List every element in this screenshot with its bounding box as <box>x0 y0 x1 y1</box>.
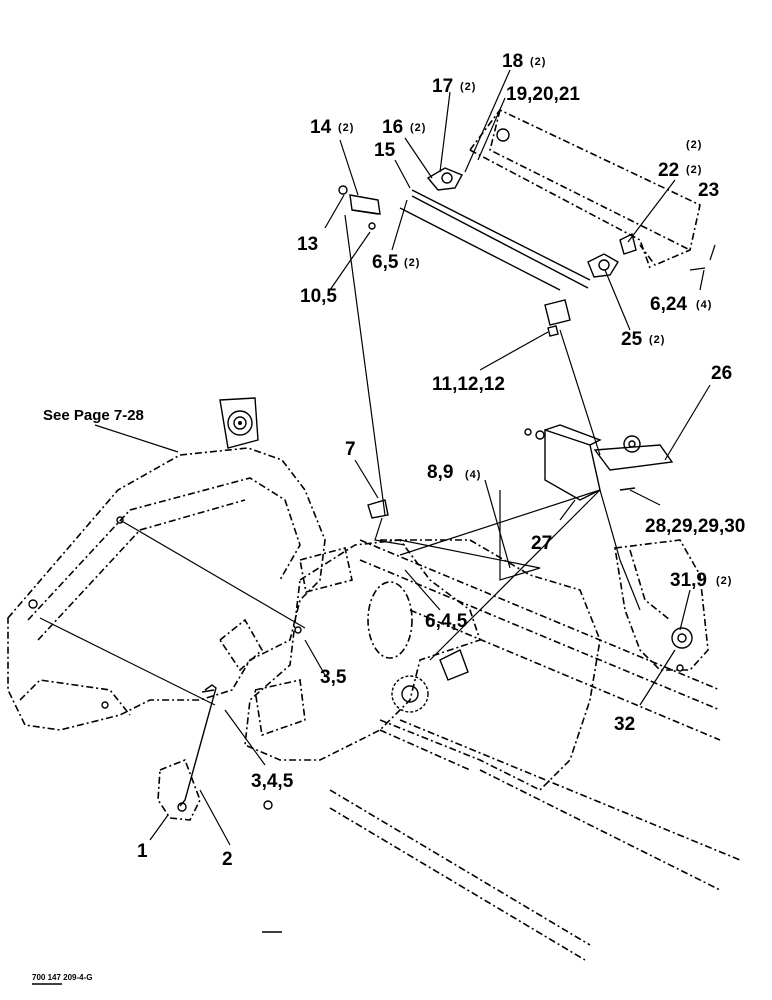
mount-bracket <box>544 299 571 337</box>
callout-14-qty: (2) <box>338 122 354 134</box>
callout-16: 16 <box>382 117 403 138</box>
callout-31-9-qty: (2) <box>716 575 732 587</box>
callout-14: 14 <box>310 117 332 138</box>
gearbox-mount <box>524 424 674 501</box>
gearbox-housing <box>614 539 709 672</box>
hinge-bracket <box>338 185 381 230</box>
callout-15: 15 <box>374 140 396 161</box>
callout-25-qty: (2) <box>649 334 665 346</box>
assembly-lines <box>39 214 706 706</box>
fan-motor <box>219 397 259 449</box>
callout-16-qty: (2) <box>410 122 426 134</box>
lever-assembly <box>157 684 217 821</box>
callout-3-5: 3,5 <box>320 667 347 688</box>
callout-floating-qty: (2) <box>686 139 702 151</box>
callout-8-9-qty: (4) <box>465 469 481 481</box>
callout-32: 32 <box>614 714 635 735</box>
top-shield <box>469 108 701 269</box>
callout-22-qty: (2) <box>686 164 702 176</box>
callout-18: 18 <box>502 51 523 72</box>
drawing-code: 700 147 209-4-G <box>32 973 93 982</box>
callout-11-12-12: 11,12,12 <box>432 374 505 395</box>
callout-17-qty: (2) <box>460 81 476 93</box>
main-frame <box>244 539 601 810</box>
callout-3-4-5: 3,4,5 <box>251 771 294 792</box>
callout-6-24: 6,24 <box>650 294 687 315</box>
callout-19-20-21: 19,20,21 <box>506 84 580 105</box>
callout-13: 13 <box>297 234 318 255</box>
callout-1: 1 <box>137 841 148 862</box>
callout-leaders <box>94 69 716 846</box>
clip-part <box>367 499 389 519</box>
callout-25: 25 <box>621 329 643 350</box>
callout-31-9: 31,9 <box>670 570 707 591</box>
callout-26: 26 <box>711 363 732 384</box>
callout-6-5: 6,5 <box>372 252 399 273</box>
callout-27: 27 <box>531 533 552 554</box>
bearing-brackets <box>426 167 637 278</box>
callout-18-qty: (2) <box>530 56 546 68</box>
callout-6-4-5: 6,4,5 <box>425 611 468 632</box>
callout-23: 23 <box>698 180 719 201</box>
callout-6-24-qty: (4) <box>696 299 712 311</box>
see-page-note: See Page 7-28 <box>43 407 144 424</box>
callout-22: 22 <box>658 160 679 181</box>
cutter-beams <box>329 539 741 961</box>
callout-7: 7 <box>345 439 356 460</box>
drive-rod <box>399 189 591 291</box>
callout-6-5-qty: (2) <box>404 257 420 269</box>
callout-17: 17 <box>432 76 453 97</box>
left-side-shield <box>7 447 326 731</box>
callout-8-9: 8,9 <box>427 462 453 483</box>
callout-28-29-29-30: 28,29,29,30 <box>645 516 745 537</box>
callout-10-5: 10,5 <box>300 286 337 307</box>
callout-2: 2 <box>222 849 233 870</box>
